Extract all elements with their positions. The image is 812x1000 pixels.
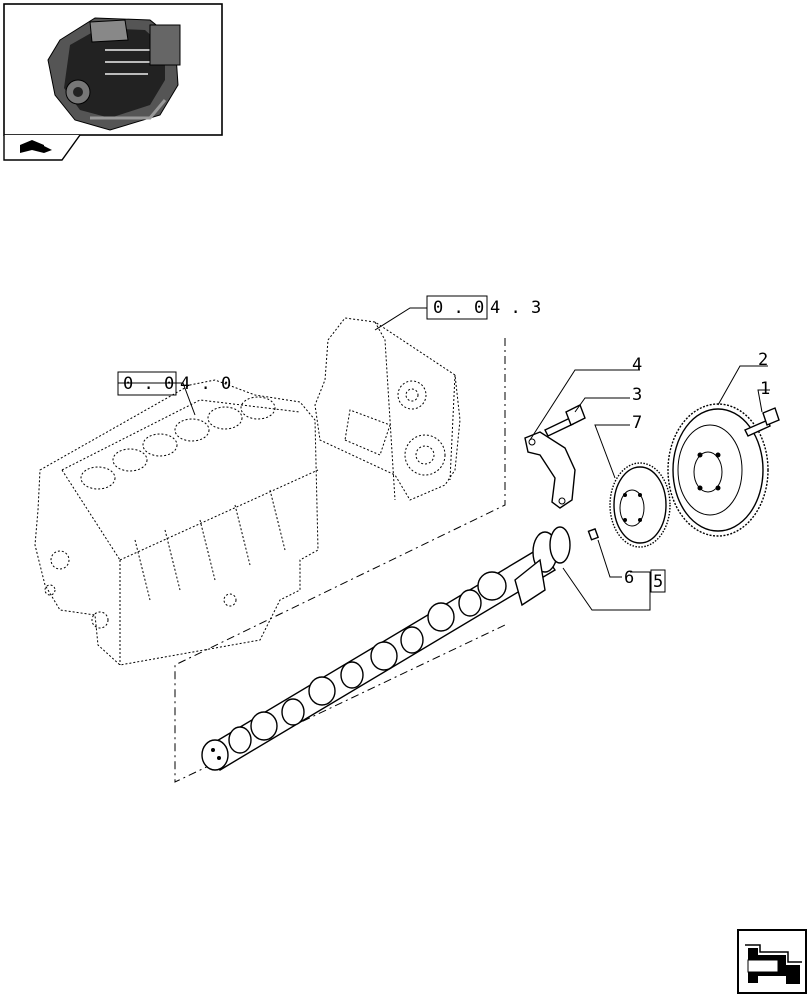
next-page-button[interactable]: [737, 929, 807, 994]
callout-2[interactable]: 2: [758, 350, 768, 370]
book-tab[interactable]: [3, 134, 81, 161]
engine-thumbnail: [47, 17, 181, 131]
callout-4[interactable]: 4: [632, 355, 642, 375]
thumbnail-frame[interactable]: [3, 3, 223, 136]
callout-3[interactable]: 3: [632, 385, 642, 405]
callout-7[interactable]: 7: [632, 413, 642, 433]
next-page-arrow-icon: [745, 944, 802, 984]
kit-ref-text: 5: [653, 572, 663, 592]
engine-block: [34, 379, 319, 666]
ref-label-0-0-4-0[interactable]: 0 . 0 4 . 0: [117, 371, 231, 396]
dowel-pin: [587, 528, 600, 541]
small-gear: [609, 462, 671, 548]
ref-rest-text: 4 . 0: [180, 374, 231, 394]
ref-boxed-text: 0 . 0: [433, 298, 484, 318]
callout-6[interactable]: 6: [624, 568, 634, 588]
kit-ref-5[interactable]: 5: [650, 569, 666, 593]
assembly-guide-box: [174, 338, 506, 783]
thrust-plate: [524, 431, 576, 509]
open-book-icon: [20, 140, 52, 153]
bolt-3: [544, 404, 586, 437]
ref-boxed-text: 0 . 0: [123, 374, 174, 394]
bolt-1: [744, 407, 780, 437]
callout-1[interactable]: 1: [760, 379, 770, 399]
gear-housing: [314, 317, 461, 501]
large-gear: [667, 403, 769, 537]
leader-lines: [118, 307, 770, 611]
ref-rest-text: 4 . 3: [490, 298, 541, 318]
ref-label-0-0-4-3[interactable]: 0 . 0 4 . 3: [426, 295, 541, 320]
camshaft: [201, 526, 571, 771]
